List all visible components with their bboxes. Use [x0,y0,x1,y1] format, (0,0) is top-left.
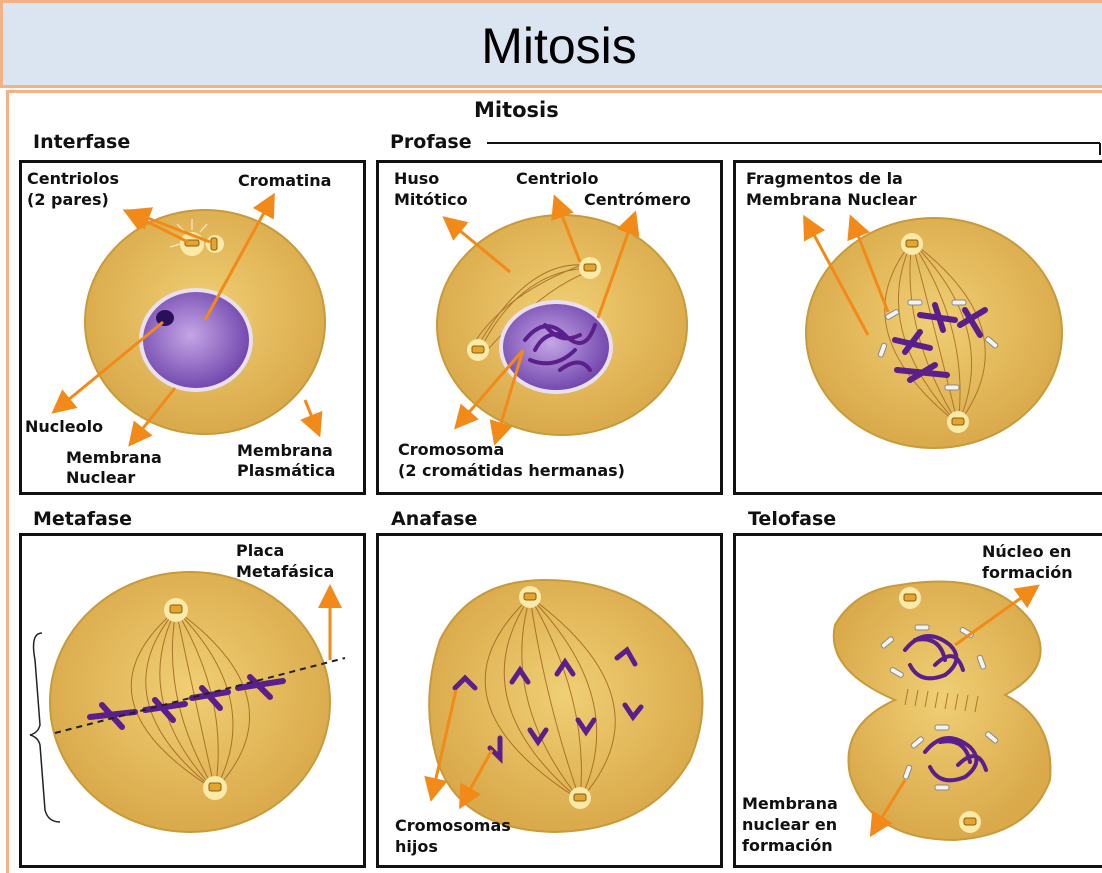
cell-telofase [834,582,1051,840]
cell-anafase [429,580,702,832]
label-huso: Huso [394,168,439,189]
label-centriolos-2: (2 pares) [27,189,109,210]
label-cromosomas-hijos-2: hijos [395,836,438,857]
label-cromosoma-2: (2 cromátidas hermanas) [398,460,625,481]
label-fragmentos-2: Membrana Nuclear [746,189,917,210]
label-centromero: Centrómero [584,189,691,210]
label-membrana-plasmatica: Membrana [237,440,333,461]
figure-title: Mitosis [474,98,559,122]
stage-profase: Profase [390,131,472,153]
label-membrana-formacion-2: nuclear en [742,814,837,835]
cell-profase [437,215,687,435]
label-membrana-plasmatica-2: Plasmática [237,460,335,481]
stage-metafase: Metafase [33,508,132,530]
label-nucleolo: Nucleolo [25,416,103,437]
label-centriolos: Centriolos [27,168,119,189]
label-membrana-formacion: Membrana [742,793,838,814]
label-placa-2: Metafásica [236,561,334,582]
stage-anafase: Anafase [391,508,477,530]
label-placa: Placa [236,540,284,561]
label-huso-2: Mitótico [394,189,468,210]
stage-telofase: Telofase [748,508,836,530]
cell-metafase [50,572,330,832]
cell-interfase [85,210,325,434]
label-centriolo: Centriolo [516,168,598,189]
arrow-membrana-plasmatica [305,400,318,432]
cell-prometafase [806,218,1062,448]
label-nucleo-formacion-2: formación [982,562,1073,583]
label-membrana-formacion-3: formación [742,835,833,856]
label-membrana-nuclear-2: Nuclear [66,467,135,488]
label-nucleo-formacion: Núcleo en [982,541,1071,562]
stage-interfase: Interfase [33,131,130,153]
label-fragmentos: Fragmentos de la [746,168,903,189]
label-cromosoma: Cromosoma [398,439,504,460]
label-membrana-nuclear: Membrana [66,447,162,468]
label-cromatina: Cromatina [238,170,331,191]
label-cromosomas-hijos: Cromosomas [395,815,511,836]
